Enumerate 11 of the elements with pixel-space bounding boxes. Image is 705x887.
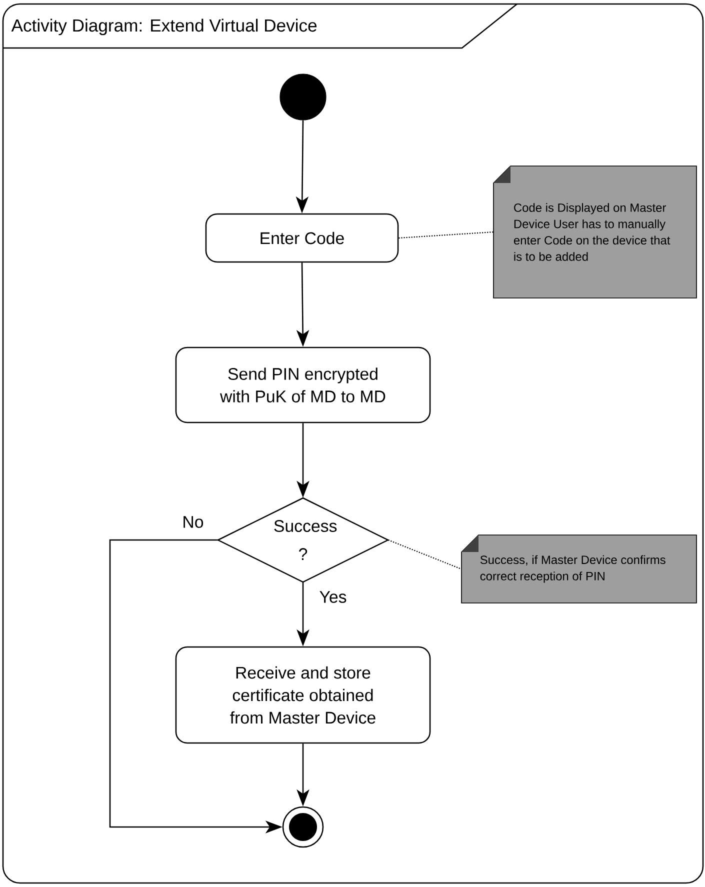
action-box: Receive and store certificate obtained from Master Device [175, 646, 431, 744]
note: Code is Displayed on Master Device User has to manually enter Code on the device that is to be added [493, 166, 697, 298]
note: Success, if Master Device confirms correct reception of PIN [461, 534, 697, 604]
connector-line [398, 231, 494, 239]
start-node [280, 74, 326, 120]
end-node [282, 806, 324, 848]
action-box: Enter Code [205, 213, 399, 263]
action-box: Send PIN encrypted with PuK of MD to MD [175, 346, 431, 424]
edge-label: Yes [318, 590, 348, 604]
connector-line [388, 539, 462, 570]
edge-label: No [180, 514, 206, 530]
